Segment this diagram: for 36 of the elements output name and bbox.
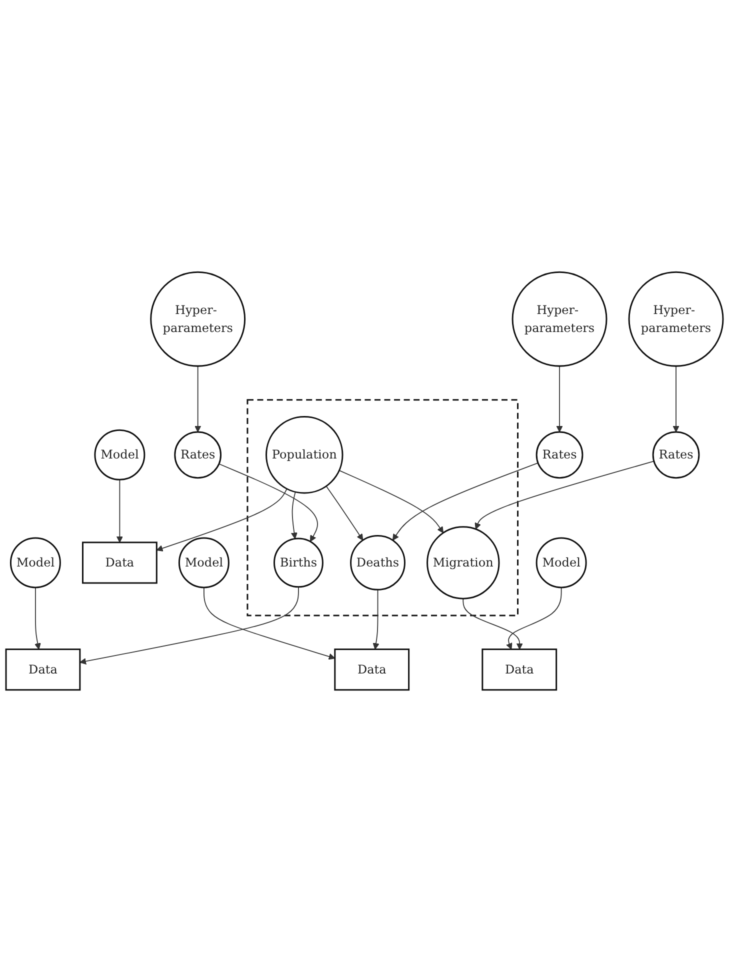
arrow	[326, 486, 364, 540]
node-circle: Hyper- parameters	[628, 271, 724, 367]
arrow	[34, 587, 41, 650]
arrow	[556, 366, 563, 432]
arrow	[290, 492, 298, 540]
arrow	[80, 586, 299, 665]
node-circle: Births	[274, 538, 324, 588]
arrow	[218, 463, 318, 542]
arrow	[672, 366, 680, 432]
node-circle: Model	[536, 537, 587, 588]
node-circle: Hyper- parameters	[150, 271, 246, 367]
arrow	[156, 488, 288, 552]
node-circle: Deaths	[350, 534, 406, 590]
node-box: Data	[482, 648, 558, 691]
arrow	[338, 470, 444, 534]
node-box: Data	[82, 542, 158, 584]
cluster	[246, 399, 519, 616]
arrow	[116, 479, 123, 543]
node-circle: Migration	[426, 526, 500, 600]
arrow	[194, 366, 202, 432]
arrow	[474, 460, 654, 530]
node-circle: Model	[10, 537, 61, 588]
arrow	[204, 587, 336, 660]
arrow	[462, 598, 523, 650]
node-circle: Model	[178, 537, 230, 588]
node-circle: Rates	[174, 431, 222, 479]
node-circle: Model	[94, 429, 146, 480]
arrow	[506, 587, 562, 650]
arrow	[392, 462, 538, 541]
node-circle: Population	[266, 416, 344, 494]
node-circle: Hyper- parameters	[512, 271, 608, 367]
node-box: Data	[5, 648, 81, 691]
node-box: Data	[334, 648, 410, 691]
node-circle: Rates	[652, 431, 700, 479]
node-circle: Rates	[536, 431, 584, 479]
arrow	[372, 589, 380, 650]
